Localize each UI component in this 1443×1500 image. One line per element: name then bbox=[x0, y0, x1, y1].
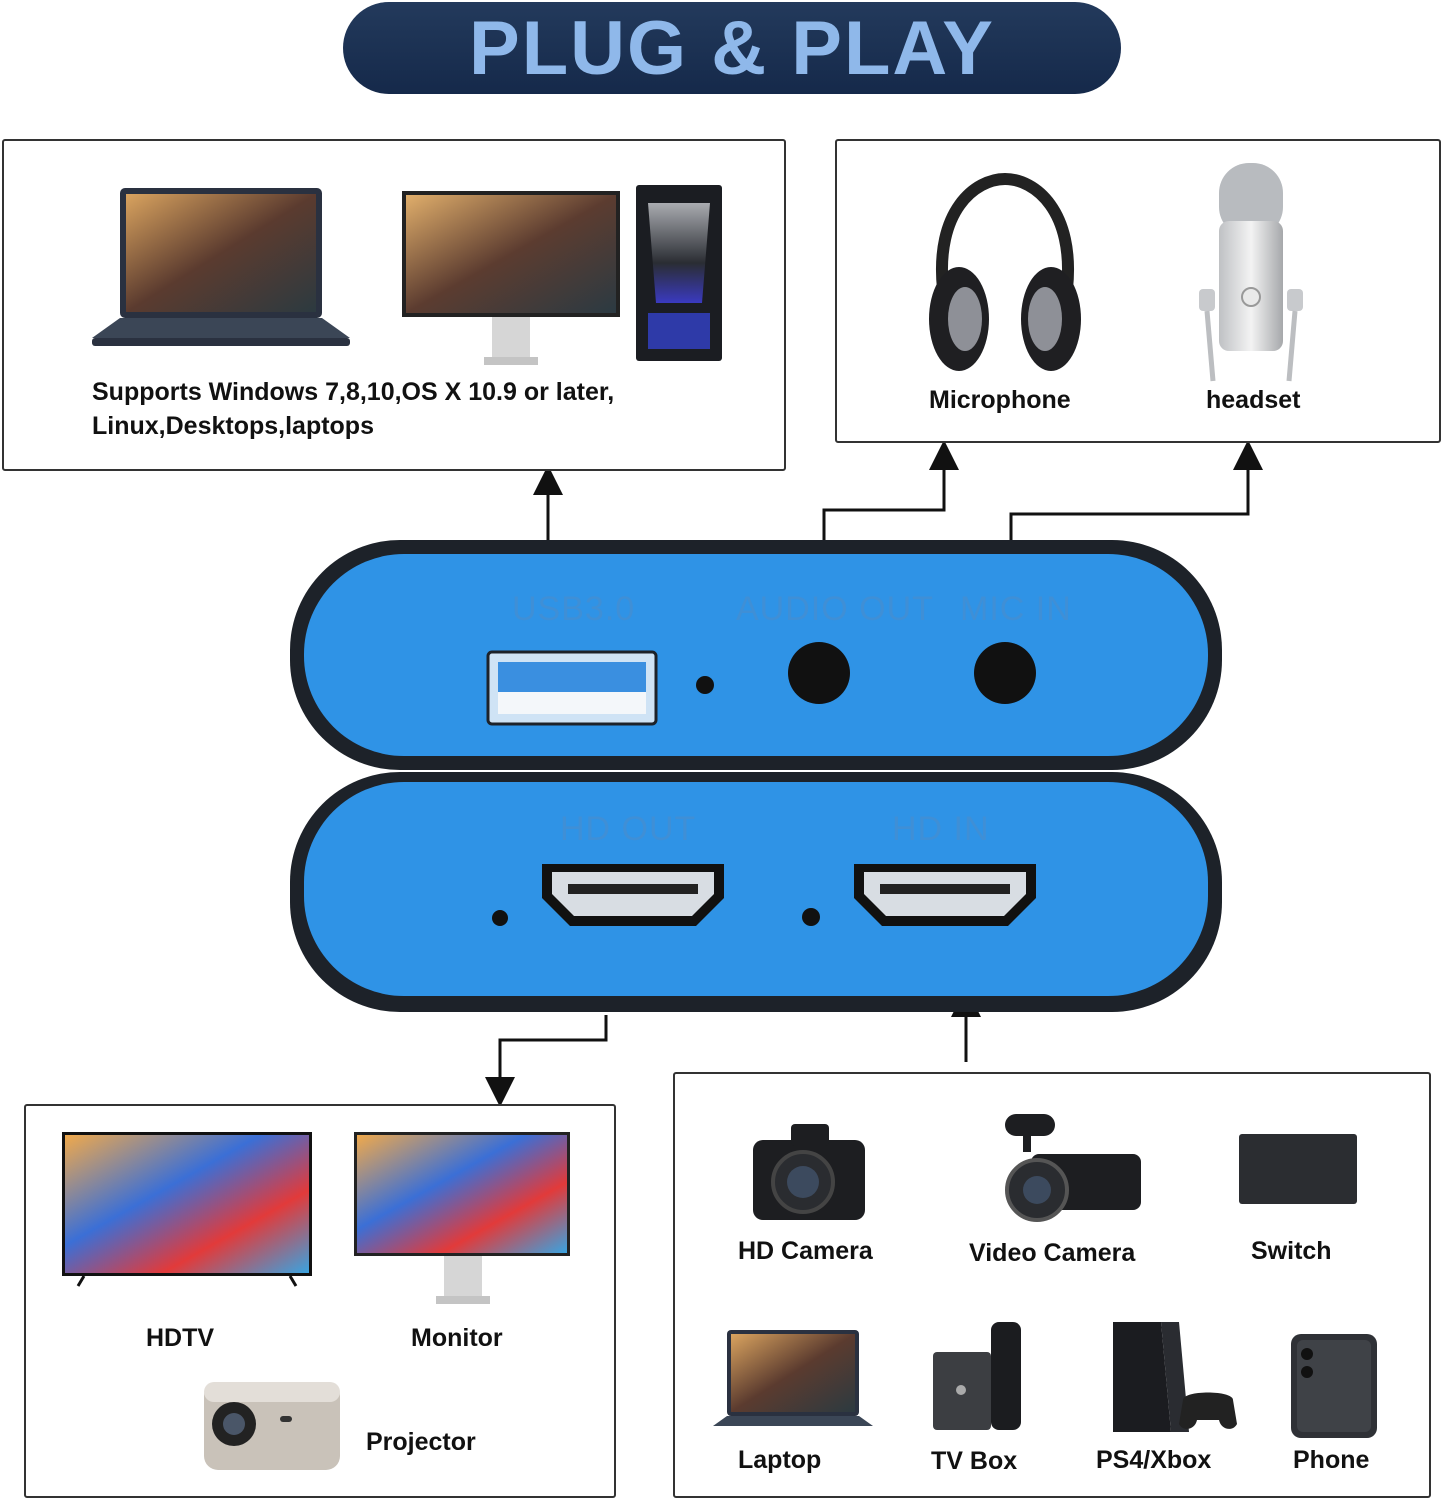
output-displays-box: HDTV Monitor Projector bbox=[24, 1104, 616, 1498]
phone-icon bbox=[1291, 1334, 1377, 1438]
input-sources-box: HD Camera Video Camera Switch Laptop TV … bbox=[673, 1072, 1431, 1498]
hd-in-port[interactable] bbox=[850, 860, 1040, 930]
output-item-label-0: HDTV bbox=[146, 1324, 215, 1352]
input-item-label-5: PS4/Xbox bbox=[1096, 1446, 1212, 1474]
desktop-tower-icon bbox=[636, 185, 722, 361]
video-camera-icon bbox=[1005, 1114, 1141, 1222]
projector-icon bbox=[204, 1382, 340, 1470]
port-label-hd-out: HD OUT bbox=[560, 810, 697, 848]
status-led bbox=[696, 676, 714, 694]
headphones-icon bbox=[929, 172, 1081, 371]
hd-camera-icon bbox=[753, 1124, 865, 1220]
port-label-usb: USB3.0 bbox=[512, 590, 636, 628]
usb-microphone-icon bbox=[1199, 163, 1303, 382]
hd-out-port[interactable] bbox=[538, 860, 728, 930]
audio-out-jack[interactable] bbox=[788, 642, 850, 704]
arrow-mic-to-headset bbox=[1009, 440, 1263, 558]
output-item-label-2: Projector bbox=[366, 1428, 476, 1456]
output-item-label-1: Monitor bbox=[411, 1324, 503, 1352]
tv-box-icon bbox=[933, 1322, 1021, 1430]
switch-console-icon bbox=[1239, 1134, 1357, 1204]
port-label-mic-in: MIC IN bbox=[960, 590, 1072, 628]
os-support-text-line1: Supports Windows 7,8,10,OS X 10.9 or lat… bbox=[92, 378, 615, 406]
laptop-source-icon bbox=[713, 1330, 873, 1426]
indicator-hole-center bbox=[802, 908, 820, 926]
arrow-hdout-to-displays bbox=[485, 1015, 608, 1107]
computer-support-box: Supports Windows 7,8,10,OS X 10.9 or lat… bbox=[2, 139, 786, 471]
capture-card-bottom-panel: HD OUT HD IN bbox=[290, 772, 1222, 1012]
port-label-hd-in: HD IN bbox=[892, 810, 990, 848]
audio-devices-box: Microphone headset bbox=[835, 139, 1441, 443]
os-support-text-line2: Linux,Desktops,laptops bbox=[92, 412, 374, 440]
ps4-xbox-icon bbox=[1113, 1322, 1237, 1432]
capture-card-top-panel: USB3.0 AUDIO OUT MIC IN bbox=[290, 540, 1222, 770]
port-label-audio-out: AUDIO OUT bbox=[736, 590, 934, 628]
usb3-port[interactable] bbox=[486, 650, 658, 726]
banner-title: PLUG & PLAY bbox=[469, 5, 995, 91]
laptop-icon bbox=[92, 188, 350, 346]
input-item-label-1: Video Camera bbox=[969, 1239, 1136, 1267]
input-item-label-6: Phone bbox=[1293, 1446, 1370, 1474]
title-banner: PLUG & PLAY bbox=[343, 2, 1121, 94]
arrow-audio-to-microphone bbox=[822, 440, 959, 545]
hdtv-icon bbox=[62, 1132, 312, 1287]
input-item-label-4: TV Box bbox=[931, 1447, 1018, 1475]
indicator-hole-left bbox=[492, 910, 508, 926]
input-item-label-3: Laptop bbox=[738, 1446, 822, 1474]
audio-item-label-0: Microphone bbox=[929, 386, 1071, 414]
monitor-display-icon bbox=[354, 1132, 570, 1304]
audio-item-label-1: headset bbox=[1206, 386, 1301, 414]
mic-in-jack[interactable] bbox=[974, 642, 1036, 704]
input-item-label-0: HD Camera bbox=[738, 1237, 873, 1265]
input-item-label-2: Switch bbox=[1251, 1237, 1332, 1265]
monitor-icon bbox=[402, 191, 620, 365]
